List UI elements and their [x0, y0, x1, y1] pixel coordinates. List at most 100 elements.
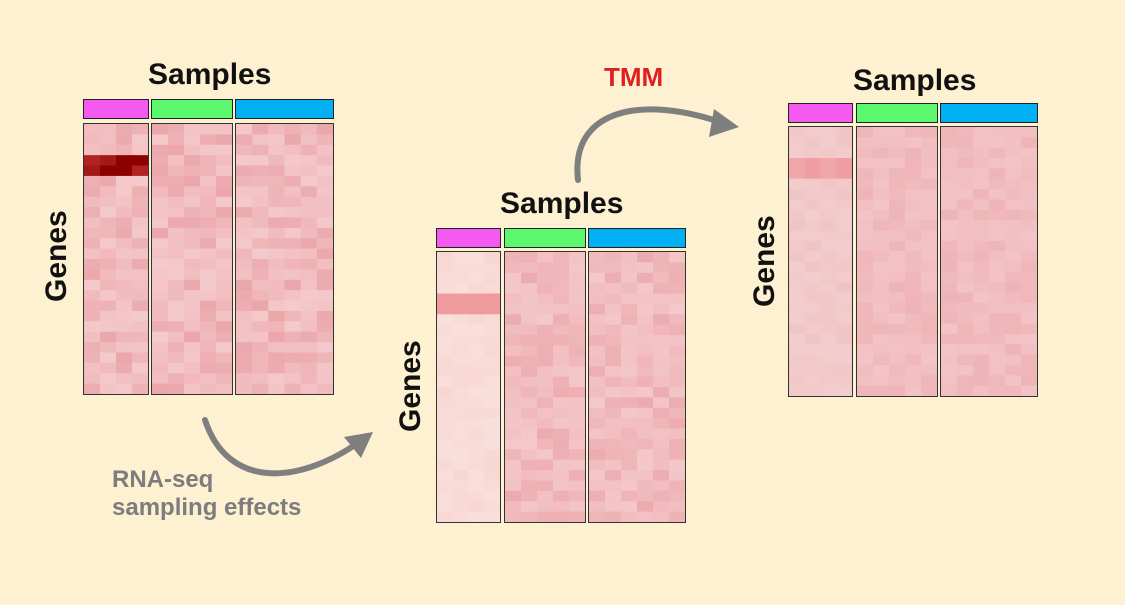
heatmap-cell — [284, 331, 302, 343]
heatmap-cell — [184, 144, 201, 156]
heatmap-cell — [316, 155, 333, 167]
heatmap-cell — [637, 418, 654, 430]
heatmap-cell — [168, 352, 185, 364]
heatmap-cell — [252, 175, 269, 187]
heatmap-cell — [116, 227, 133, 239]
panel1-group3-bar — [235, 99, 334, 119]
heatmap-cell — [537, 449, 554, 461]
heatmap-cell — [820, 364, 837, 376]
heatmap-cell — [537, 511, 554, 522]
heatmap-cell — [484, 470, 500, 482]
heatmap-cell — [905, 137, 922, 149]
heatmap-cell — [521, 407, 538, 419]
heatmap-cell — [804, 168, 822, 180]
heatmap-cell — [1021, 323, 1037, 335]
heatmap-cell — [1021, 385, 1037, 396]
heatmap-cell — [553, 407, 570, 419]
heatmap-cell — [973, 178, 990, 190]
heatmap-cell — [941, 240, 958, 252]
heatmap-cell — [905, 168, 922, 180]
heatmap-cell — [521, 449, 538, 461]
heatmap-cell — [957, 271, 974, 283]
heatmap-cell — [637, 387, 654, 398]
heatmap-cell — [132, 248, 148, 260]
heatmap-cell — [621, 511, 638, 522]
heatmap-cell — [873, 127, 890, 138]
heatmap-cell — [669, 480, 685, 492]
heatmap-cell — [553, 262, 570, 274]
heatmap-cell — [484, 407, 500, 419]
heatmap-cell — [820, 302, 837, 314]
heatmap-cell — [1021, 158, 1037, 169]
heatmap-cell — [484, 511, 500, 522]
heatmap-cell — [152, 362, 169, 374]
heatmap-cell — [316, 134, 333, 146]
heatmap-cell — [653, 407, 670, 419]
heatmap-cell — [569, 511, 585, 522]
heatmap-cell — [957, 333, 974, 345]
heatmap-cell — [1021, 333, 1037, 345]
heatmap-cell — [653, 355, 670, 367]
heatmap-cell — [316, 207, 333, 219]
heatmap-cell — [152, 310, 169, 322]
heatmap-cell — [569, 324, 585, 336]
heatmap-cell — [957, 323, 974, 335]
heatmap-cell — [553, 470, 570, 482]
heatmap-cell — [316, 269, 333, 281]
heatmap-cell — [804, 127, 822, 138]
heatmap-cell — [216, 134, 232, 146]
heatmap-cell — [1005, 240, 1022, 252]
heatmap-cell — [1021, 178, 1037, 190]
heatmap-cell — [621, 490, 638, 502]
heatmap-cell — [484, 314, 500, 326]
panel1-heatmap-block3 — [235, 123, 334, 395]
heatmap-cell — [437, 470, 454, 482]
heatmap-cell — [973, 282, 990, 294]
heatmap-cell — [184, 165, 201, 177]
heatmap-cell — [184, 155, 201, 167]
heatmap-cell — [857, 137, 874, 149]
heatmap-cell — [589, 438, 606, 450]
heatmap-cell — [200, 373, 217, 385]
heatmap-cell — [921, 158, 937, 169]
heatmap-cell — [300, 362, 318, 374]
heatmap-cell — [836, 282, 852, 294]
heatmap-cell — [669, 345, 685, 357]
heatmap-cell — [605, 470, 622, 482]
heatmap-cell — [957, 230, 974, 242]
heatmap-cell — [653, 324, 670, 336]
heatmap-cell — [452, 470, 470, 482]
heatmap-cell — [789, 220, 806, 232]
heatmap-cell — [621, 272, 638, 284]
heatmap-cell — [653, 511, 670, 522]
heatmap-cell — [116, 342, 133, 354]
heatmap-cell — [973, 240, 990, 252]
heatmap-cell — [300, 321, 318, 333]
heatmap-cell — [152, 331, 169, 343]
heatmap-cell — [889, 323, 906, 335]
sampling-arrow — [202, 417, 365, 477]
heatmap-cell — [921, 313, 937, 325]
heatmap-cell — [216, 207, 232, 219]
panel2-title: Samples — [500, 187, 624, 220]
heatmap-cell — [957, 127, 974, 138]
heatmap-cell — [216, 279, 232, 291]
heatmap-cell — [468, 490, 485, 502]
heatmap-cell — [152, 134, 169, 146]
heatmap-cell — [637, 449, 654, 461]
heatmap-cell — [132, 227, 148, 239]
heatmap-cell — [820, 251, 837, 263]
heatmap-cell — [569, 303, 585, 315]
heatmap-cell — [553, 511, 570, 522]
heatmap-cell — [605, 303, 622, 315]
heatmap-cell — [184, 196, 201, 208]
heatmap-cell — [152, 383, 169, 394]
heatmap-cell — [1021, 209, 1037, 221]
heatmap-cell — [921, 178, 937, 190]
heatmap-cell — [941, 344, 958, 356]
heatmap-cell — [973, 344, 990, 356]
heatmap-cell — [184, 362, 201, 374]
heatmap-cell — [789, 375, 806, 387]
heatmap-cell — [521, 428, 538, 440]
heatmap-cell — [268, 144, 286, 156]
